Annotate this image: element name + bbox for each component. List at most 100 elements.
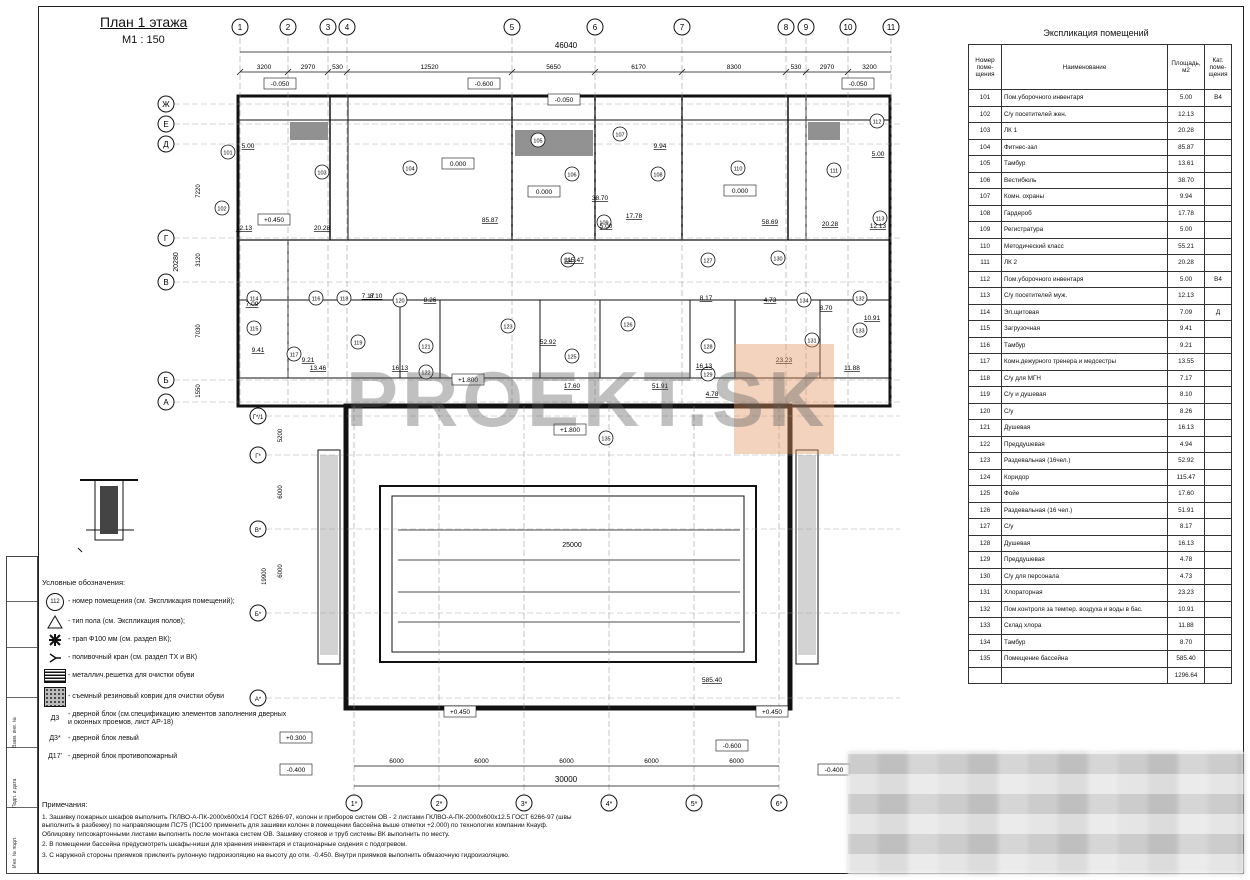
room-number-cell: 110 xyxy=(968,237,1002,255)
col-number: Номер поме- щения xyxy=(968,44,1002,90)
room-name-cell: Пом.уборочного инвентаря xyxy=(1001,89,1168,107)
room-category-cell xyxy=(1204,485,1232,503)
dim-label-bottom: 6000 xyxy=(474,758,489,765)
room-number-cell: 124 xyxy=(968,468,1002,486)
axis-bubble-left xyxy=(157,273,175,291)
legend-symbol: Д17' xyxy=(48,752,62,760)
axis-label-bottom: 5* xyxy=(691,801,698,808)
room-name-cell: Преддушевая xyxy=(1001,435,1168,453)
level-value: -0.400 xyxy=(825,767,844,774)
legend-item: Д3*- дверной блок левый xyxy=(42,732,292,746)
dim-label-top: 6170 xyxy=(631,64,646,71)
blurred-title-block-overlay xyxy=(848,752,1244,874)
room-category-cell xyxy=(1204,237,1232,255)
room-tag-number: 132 xyxy=(855,297,864,303)
level-box xyxy=(279,763,313,776)
level-value: 0.000 xyxy=(450,161,467,168)
room-tag-circle xyxy=(700,338,716,354)
room-name-cell: Тамбур xyxy=(1001,155,1168,173)
legend-text: - дверной блок противопожарный xyxy=(68,752,178,760)
legend-item: Д17' - дверной блок противопожарный xyxy=(42,750,292,764)
axis-label-top: 2 xyxy=(286,23,291,32)
room-number-cell: 128 xyxy=(968,534,1002,552)
col-category: Кат. поме- щения xyxy=(1204,44,1232,90)
room-area-cell: 585.40 xyxy=(1167,650,1205,668)
room-tag-number: 101 xyxy=(223,151,232,157)
level-box xyxy=(553,423,587,436)
axis-bubble-top xyxy=(777,18,795,36)
room-tag-number: 109 xyxy=(599,221,608,227)
legend-text: - съемный резиновый коврик для очистки о… xyxy=(68,692,224,700)
room-number-cell: 129 xyxy=(968,551,1002,569)
room-category-cell xyxy=(1204,600,1232,618)
room-area-value: 23.23 xyxy=(776,357,793,364)
dim-tick xyxy=(236,68,244,76)
level-value: +1.800 xyxy=(560,427,580,434)
room-tag-number: 127 xyxy=(703,259,712,265)
dim-tick xyxy=(844,68,852,76)
notes-header: Примечания: xyxy=(42,800,88,809)
room-tag-circle xyxy=(852,290,868,306)
axis-bubble-left xyxy=(157,229,175,247)
room-tag-circle xyxy=(286,346,302,362)
dim-label-bottom: 6000 xyxy=(559,758,574,765)
room-tag-circle xyxy=(869,113,885,129)
room-tag-circle xyxy=(700,252,716,268)
room-name-cell: С/у xyxy=(1001,402,1168,420)
axis-bubble-top xyxy=(338,18,356,36)
room-number-cell: 122 xyxy=(968,435,1002,453)
room-area-cell: 20.28 xyxy=(1167,254,1205,272)
room-category-cell xyxy=(1204,386,1232,404)
room-tag-circle xyxy=(612,126,628,142)
col-name: Наименование xyxy=(1001,44,1168,90)
dim-tick xyxy=(324,68,332,76)
axis-label-top: 7 xyxy=(680,23,685,32)
legend-item: - съемный резиновый коврик для очистки о… xyxy=(42,687,292,707)
room-name-cell: Комн. охраны xyxy=(1001,188,1168,206)
room-area-cell: 16.13 xyxy=(1167,534,1205,552)
axis-bubble-left xyxy=(157,95,175,113)
level-box xyxy=(547,93,581,106)
room-area-value: 16.13 xyxy=(696,363,713,370)
room-area-value: 9.94 xyxy=(654,143,667,150)
room-category-cell xyxy=(1204,336,1232,354)
room-area-cell: 13.55 xyxy=(1167,353,1205,371)
room-tag-circle xyxy=(246,320,262,336)
room-area-cell: 5.00 xyxy=(1167,221,1205,239)
axis-label-top: 3 xyxy=(326,23,331,32)
axis-bubble-bottom xyxy=(770,794,788,812)
room-name-cell: Раздевальная (16 чел.) xyxy=(1001,501,1168,519)
room-tag-circle xyxy=(770,250,786,266)
room-category-cell xyxy=(1204,584,1232,602)
room-name-cell: Тамбур xyxy=(1001,633,1168,651)
room-area-cell: 8.10 xyxy=(1167,386,1205,404)
axis-label-left: Б xyxy=(163,376,168,385)
room-number-cell: 117 xyxy=(968,353,1002,371)
legend-symbol xyxy=(42,633,68,647)
room-category-cell xyxy=(1204,138,1232,156)
axis-bubble-left xyxy=(249,689,267,707)
room-number-cell: 134 xyxy=(968,633,1002,651)
dim-label-top: 12520 xyxy=(420,64,438,71)
legend-item: 112- номер помещения (см. Экспликация по… xyxy=(42,593,292,611)
room-tag-circle xyxy=(650,166,666,182)
room-number-cell: 116 xyxy=(968,336,1002,354)
axis-label-top: 4 xyxy=(345,23,350,32)
legend-symbol: Д3 xyxy=(50,715,60,723)
room-number-cell: 133 xyxy=(968,617,1002,635)
room-tag-number: 118 xyxy=(340,297,349,303)
total-length-top: 46040 xyxy=(555,41,578,50)
room-category-cell xyxy=(1204,171,1232,189)
dim-label-top: 3200 xyxy=(257,64,272,71)
room-tag-circle xyxy=(246,290,262,306)
room-name-cell: Методический класс xyxy=(1001,237,1168,255)
axis-label-top: 5 xyxy=(510,23,515,32)
